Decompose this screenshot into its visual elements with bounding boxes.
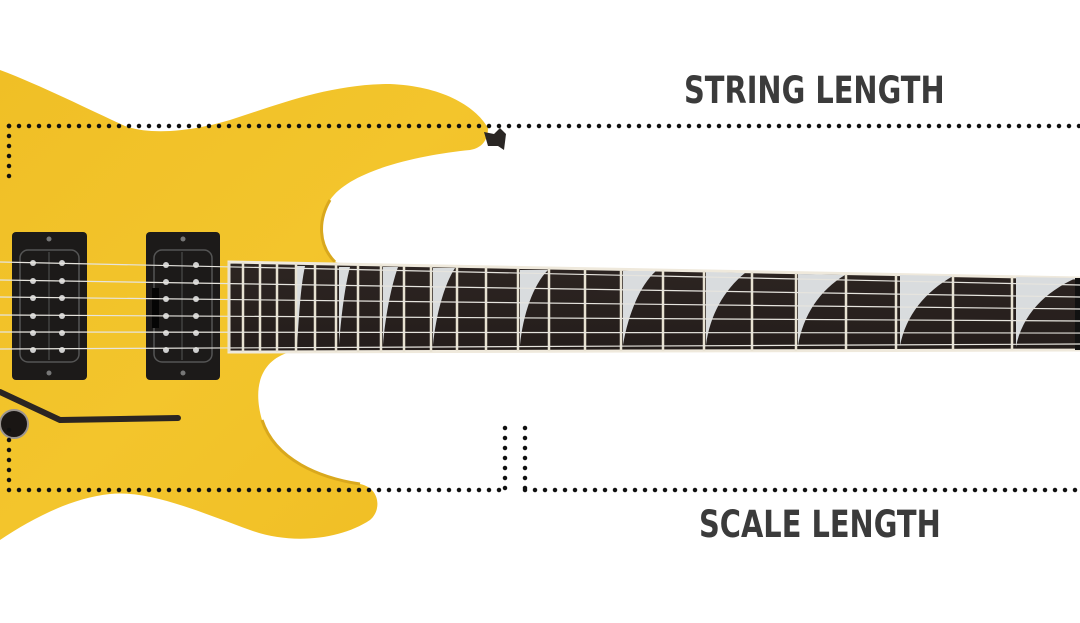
neck-pickup	[146, 232, 220, 380]
string-length-label: STRING LENGTH	[684, 69, 945, 112]
string-length-line	[6, 123, 1080, 189]
bridge-pickup	[12, 232, 87, 380]
strap-button	[484, 128, 506, 150]
fretboard	[227, 260, 1080, 354]
frets	[227, 262, 1014, 352]
tremolo-arm	[0, 389, 181, 439]
cutaway-shadow	[320, 199, 337, 264]
lower-cutaway-shadow	[260, 419, 361, 486]
scale-length-line	[6, 425, 1080, 493]
strings	[0, 261, 1080, 350]
neck-end	[1075, 278, 1080, 350]
scale-length-label: SCALE LENGTH	[699, 503, 941, 546]
